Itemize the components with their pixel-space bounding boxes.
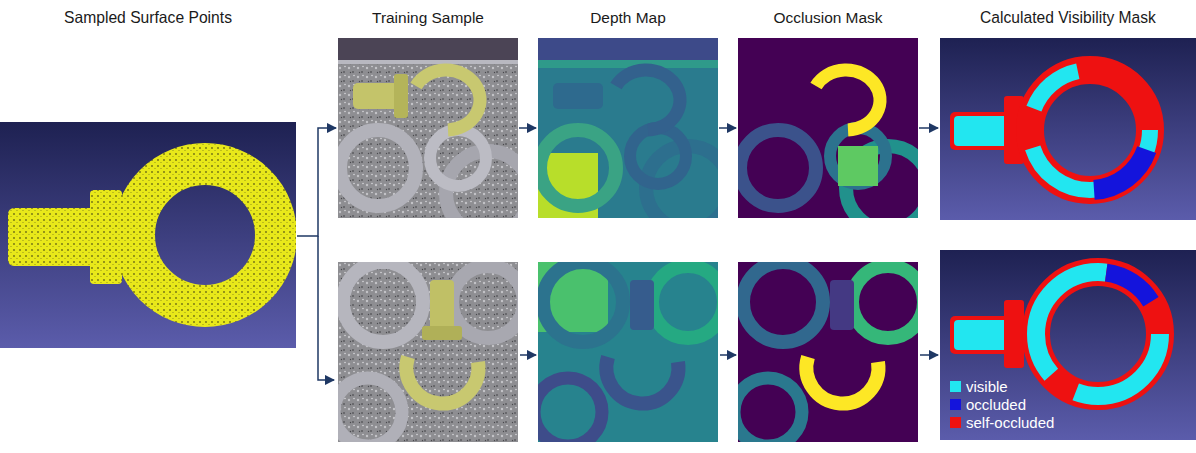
flow-arrow [719,127,736,129]
visibility-panel [940,250,1196,440]
mask-panel [738,38,930,230]
image-panel: Sampled Surface Points [0,4,296,348]
image-panel: Occlusion Mask [738,4,918,218]
legend-label: self-occluded [966,414,1054,431]
legend-label: occluded [966,396,1026,413]
legend-swatch [950,417,961,428]
panel-heading: Depth Map [538,8,718,28]
legend-entry: self-occluded [950,414,1054,431]
image-panel: Depth Map [538,4,718,218]
flow-arrow [297,128,336,236]
render-panel [334,262,524,446]
legend-entry: occluded [950,396,1026,413]
point-cloud-panel [0,122,296,348]
panel-heading: Sampled Surface Points [0,8,296,28]
flow-arrow [519,127,536,129]
panel-heading: Occlusion Mask [738,8,918,28]
image-panel: Calculated Visibility Mask [940,4,1196,220]
depth-panel [538,38,730,230]
legend-swatch [950,381,961,392]
depth-panel [534,262,724,446]
panel-heading: Training Sample [338,8,518,28]
legend-label: visible [966,378,1008,395]
legend-entry: visible [950,378,1008,395]
legend-swatch [950,399,961,410]
render-panel [338,38,530,235]
panel-heading: Calculated Visibility Mask [940,8,1196,28]
image-panel: Training Sample [338,4,518,218]
visibility-panel [940,38,1196,220]
mask-panel [734,262,924,446]
flow-arrow [919,127,938,129]
